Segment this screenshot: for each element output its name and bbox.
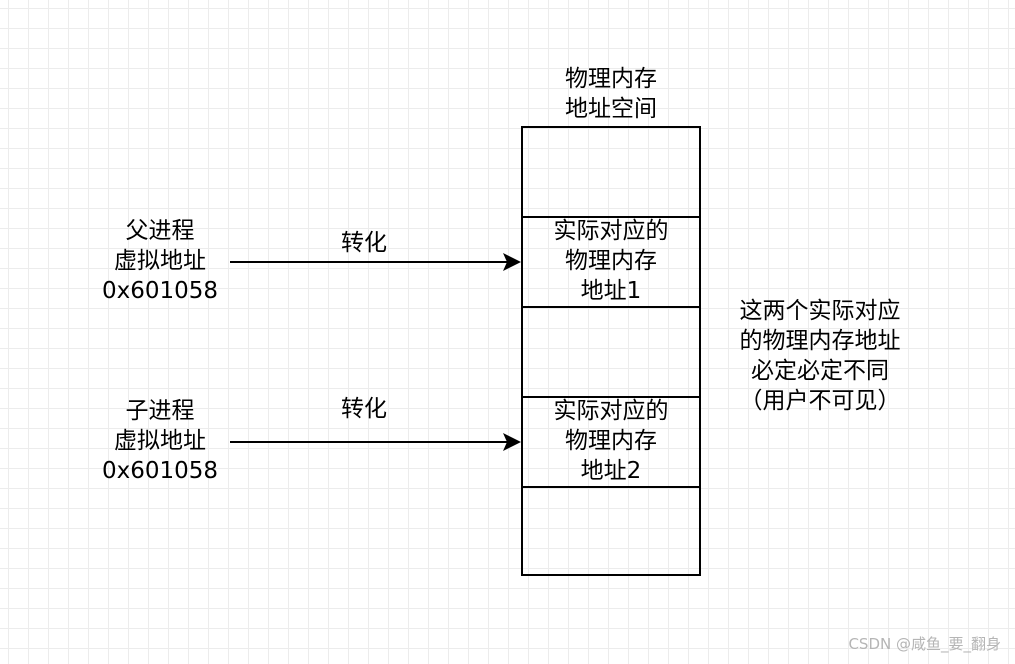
memory-divider [523,306,699,308]
parent-convert-label: 转化 [341,230,387,256]
watermark: CSDN @咸鱼_要_翻身 [848,635,1001,653]
physical-address-1-label: 实际对应的 物理内存 地址1 [553,218,669,304]
physical-address-2-label: 实际对应的 物理内存 地址2 [553,398,669,484]
child-convert-label: 转化 [341,396,387,422]
physical-memory-block [521,126,701,576]
difference-note: 这两个实际对应 的物理内存地址 必定必定不同 （用户不可见） [739,298,901,414]
parent-process-virtual-address: 父进程 虚拟地址 0x601058 [101,218,219,304]
child-arrow [230,433,521,451]
child-process-virtual-address: 子进程 虚拟地址 0x601058 [101,398,219,484]
parent-arrow [230,253,521,271]
physical-memory-title: 物理内存 地址空间 [565,66,657,122]
memory-divider [523,486,699,488]
memory-divider [523,396,699,398]
memory-divider [523,216,699,218]
